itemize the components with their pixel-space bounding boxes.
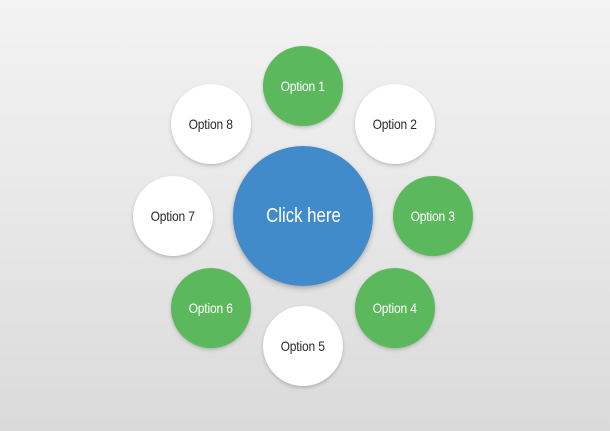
option-8-button[interactable]: Option 8 bbox=[171, 84, 251, 164]
option-4-button[interactable]: Option 4 bbox=[355, 268, 435, 348]
option-7-button[interactable]: Option 7 bbox=[133, 176, 213, 256]
center-click-label: Click here bbox=[265, 204, 341, 227]
option-8-label: Option 8 bbox=[188, 116, 234, 132]
option-5-label: Option 5 bbox=[280, 338, 326, 354]
option-7-label: Option 7 bbox=[150, 208, 196, 224]
option-5-button[interactable]: Option 5 bbox=[263, 306, 343, 386]
option-3-button[interactable]: Option 3 bbox=[393, 176, 473, 256]
option-2-button[interactable]: Option 2 bbox=[355, 84, 435, 164]
option-6-label: Option 6 bbox=[188, 300, 234, 316]
option-1-label: Option 1 bbox=[280, 78, 326, 94]
center-click-button[interactable]: Click here bbox=[233, 146, 373, 286]
option-4-label: Option 4 bbox=[372, 300, 418, 316]
option-1-button[interactable]: Option 1 bbox=[263, 46, 343, 126]
option-2-label: Option 2 bbox=[372, 116, 418, 132]
option-6-button[interactable]: Option 6 bbox=[171, 268, 251, 348]
option-3-label: Option 3 bbox=[410, 208, 456, 224]
